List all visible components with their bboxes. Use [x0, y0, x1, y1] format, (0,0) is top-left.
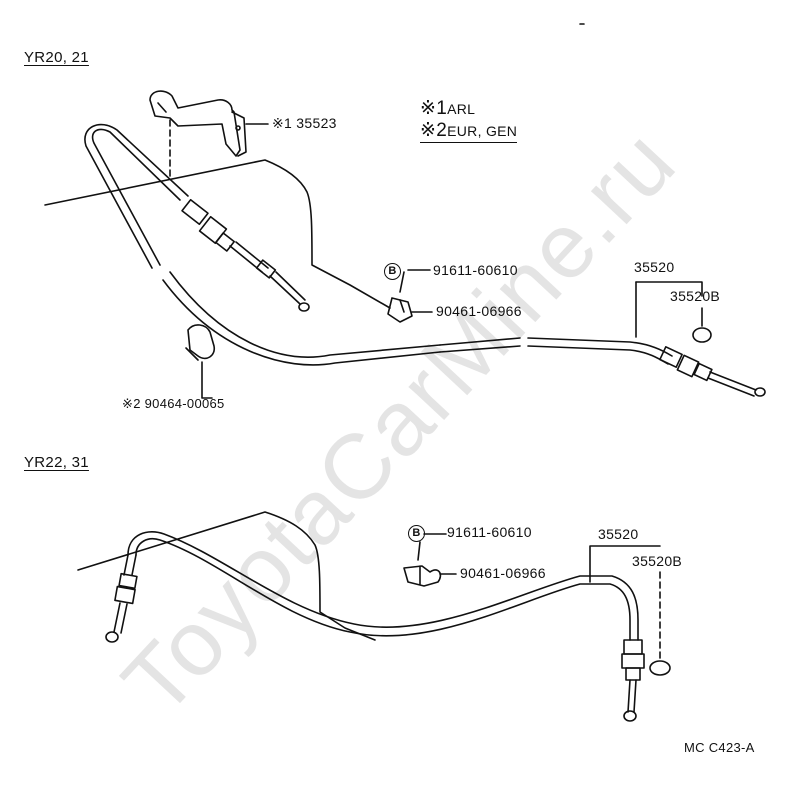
lower-cable-housing [135, 538, 631, 641]
upper-bolt-leader [399, 271, 405, 293]
upper-diagram [44, 23, 766, 399]
lower-clip-part-number: 90461-06966 [460, 565, 546, 581]
legend-row-1-symbol: ※ [420, 98, 437, 119]
upper-section-title: YR20, 21 [24, 49, 89, 66]
variant-legend: ※1ARL ※2EUR, GEN [420, 97, 518, 143]
lower-diagram [77, 511, 671, 722]
upper-clamp-part-number: ※2 90464-00065 [122, 396, 225, 411]
upper-clamp [185, 324, 216, 361]
upper-clip [387, 297, 413, 323]
upper-ring [692, 327, 712, 343]
lower-bolt-part-number: 91611-60610 [447, 524, 532, 540]
upper-bolt-label: B 91611-60610 [384, 262, 518, 280]
legend-row-2-symbol: ※ [420, 120, 437, 141]
upper-bracket [149, 90, 247, 157]
legend-row-2: ※2EUR, GEN [420, 119, 517, 141]
upper-bracket-part-number: ※1 35523 [272, 115, 337, 131]
lower-section-title: YR22, 31 [24, 454, 89, 471]
upper-cable-housing [91, 128, 181, 266]
lower-cable-part-number: 35520 [598, 526, 639, 542]
lower-ring [649, 660, 671, 676]
lower-bolt-leader [417, 541, 421, 561]
lower-right-end-fitting [621, 639, 645, 722]
lower-cable-leader [589, 545, 661, 583]
lower-clip [403, 565, 442, 587]
upper-left-end-fitting [181, 198, 310, 312]
legend-row-1: ※1ARL [420, 97, 517, 119]
legend-row-2-text: EUR, GEN [447, 123, 518, 139]
lower-left-end-fitting [105, 572, 138, 643]
upper-bolt-part-number: 91611-60610 [433, 262, 518, 278]
upper-right-end-fitting [659, 346, 766, 397]
upper-bolt-marker: B [384, 262, 401, 280]
upper-clamp-leader [201, 361, 213, 399]
upper-cable-sweep [169, 271, 441, 358]
lower-bolt-marker: B [408, 524, 425, 542]
lower-ring-part-number: 35520B [632, 553, 683, 569]
lower-body-panel [77, 511, 376, 641]
upper-cable-part-number: 35520 [634, 259, 675, 275]
legend-row-2-number: 2 [436, 120, 448, 141]
legend-row-1-number: 1 [436, 98, 448, 119]
upper-clip-part-number: 90461-06966 [436, 303, 522, 319]
upper-body-panel [44, 159, 391, 309]
lower-bolt-label: B 91611-60610 [408, 524, 532, 542]
legend-row-1-text: ARL [447, 101, 476, 117]
upper-ring-part-number: 35520B [670, 288, 721, 304]
diagram-code: MC C423-A [684, 740, 755, 755]
